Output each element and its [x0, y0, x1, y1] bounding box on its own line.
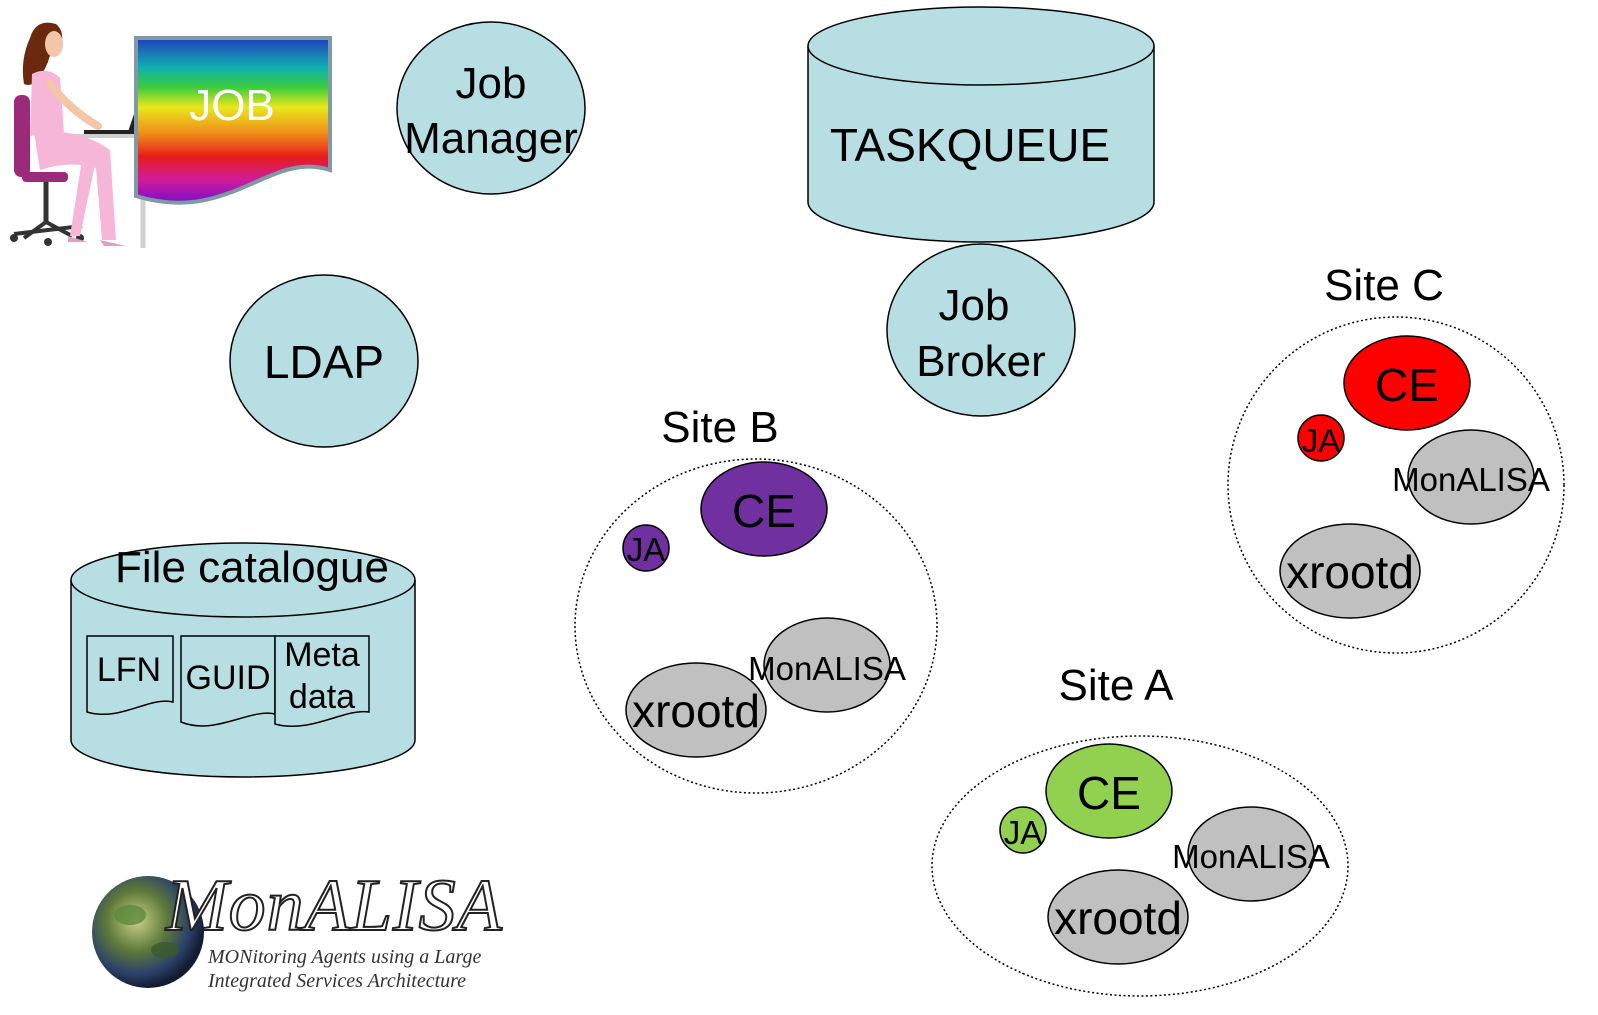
monalisa-logo: MonALISA MONitoring Agents using a Large… [92, 864, 503, 992]
job-manager-circle [396, 21, 586, 195]
site-c-ja-label: JA [1302, 422, 1341, 459]
monalisa-logo-tagline-line2: Integrated Services Architecture [207, 970, 466, 992]
file-catalogue-node[interactable]: File catalogue LFN GUID Meta data [70, 542, 416, 778]
site-c-group[interactable]: Site C CE JA MonALISA xrootd [1227, 261, 1565, 654]
site-b-boundary [574, 458, 938, 794]
job-broker-label-line1: Job [939, 281, 1010, 330]
job-broker-circle [886, 243, 1076, 417]
job-manager-label-line1: Job [456, 59, 527, 108]
site-c-monalisa-node[interactable] [1407, 429, 1535, 525]
site-a-boundary [931, 735, 1349, 997]
site-a-xrootd-label: xrootd [1054, 892, 1182, 944]
site-b-ce-label: CE [732, 485, 796, 537]
site-c-ce-label: CE [1375, 359, 1439, 411]
lfn-document: LFN [86, 635, 174, 715]
site-b-title: Site B [661, 403, 778, 452]
metadata-label-line2: data [289, 678, 355, 716]
taskqueue-label: TASKQUEUE [830, 119, 1110, 171]
file-catalogue-cylinder-top [70, 542, 416, 618]
site-c-ja-node[interactable] [1297, 414, 1345, 462]
site-c-title: Site C [1324, 261, 1444, 310]
site-b-ja-label: JA [627, 531, 666, 568]
site-a-monalisa-node[interactable] [1187, 806, 1315, 902]
monalisa-globe-icon [92, 876, 204, 988]
guid-label: GUID [186, 659, 271, 697]
site-a-ja-node[interactable] [999, 806, 1047, 854]
site-b-ja-node[interactable] [622, 524, 670, 572]
job-manager-node[interactable]: Job Manager [396, 21, 586, 195]
job-broker-label-line2: Broker [916, 337, 1046, 386]
ldap-label: LDAP [264, 336, 384, 388]
site-b-monalisa-node[interactable] [763, 617, 891, 713]
ldap-circle [229, 274, 419, 448]
taskqueue-cylinder-top [807, 6, 1155, 86]
metadata-label-line1: Meta [284, 636, 360, 674]
site-a-ce-node[interactable] [1045, 743, 1173, 839]
site-a-xrootd-node[interactable] [1047, 869, 1189, 965]
job-broker-node[interactable]: Job Broker [886, 243, 1076, 417]
job-manager-label-line2: Manager [404, 114, 578, 163]
site-b-monalisa-label: MonALISA [748, 650, 906, 687]
site-a-monalisa-label: MonALISA [1172, 838, 1330, 875]
job-label: JOB [189, 81, 275, 130]
site-b-group[interactable]: Site B CE JA MonALISA xrootd [574, 403, 938, 794]
site-a-title: Site A [1059, 661, 1175, 710]
lfn-label: LFN [97, 651, 161, 689]
site-b-ce-node[interactable] [700, 461, 828, 557]
site-a-group[interactable]: Site A CE JA MonALISA xrootd [931, 661, 1349, 997]
file-catalogue-title: File catalogue [115, 543, 389, 592]
metadata-document: Meta data [274, 635, 370, 728]
site-c-ce-node[interactable] [1343, 335, 1471, 431]
guid-document: GUID [180, 635, 276, 727]
site-c-xrootd-node[interactable] [1279, 523, 1421, 619]
job-document[interactable]: JOB [134, 36, 332, 205]
site-b-xrootd-node[interactable] [625, 662, 767, 758]
taskqueue-cylinder-body [807, 46, 1155, 243]
ldap-node[interactable]: LDAP [229, 274, 419, 448]
job-document-shape [134, 36, 332, 205]
site-b-xrootd-label: xrootd [632, 685, 760, 737]
site-c-xrootd-label: xrootd [1286, 546, 1414, 598]
site-a-ja-label: JA [1004, 814, 1043, 851]
monalisa-logo-tagline-line1: MONitoring Agents using a Large [207, 946, 481, 968]
monalisa-logo-name: MonALISA [165, 865, 503, 947]
user-at-desk-illustration [10, 22, 146, 248]
site-a-ce-label: CE [1077, 767, 1141, 819]
taskqueue-node[interactable]: TASKQUEUE [807, 6, 1155, 243]
site-c-monalisa-label: MonALISA [1392, 461, 1550, 498]
site-c-boundary [1227, 316, 1565, 654]
